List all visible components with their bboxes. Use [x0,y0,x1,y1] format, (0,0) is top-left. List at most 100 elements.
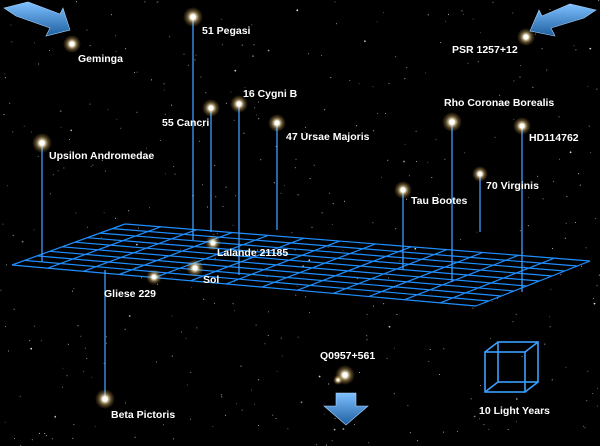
background-star [19,395,21,397]
background-star [203,298,205,300]
background-star [264,343,266,345]
background-star [225,414,227,416]
background-star [180,248,181,250]
background-star [461,10,463,12]
background-star [80,335,82,337]
background-star [596,405,598,407]
background-star [592,298,594,299]
background-star [583,425,585,427]
background-star [73,288,75,289]
background-star [150,79,152,81]
background-star [309,312,310,314]
background-star [558,158,560,160]
background-star [284,185,286,187]
background-star [106,336,108,338]
background-star [406,198,407,200]
background-star [38,63,40,65]
background-star [381,176,382,178]
background-star [499,94,501,96]
grid-line [11,223,126,266]
background-star [212,426,214,427]
background-star [70,129,73,132]
grid-line [87,237,553,277]
background-star [364,40,366,43]
grid-line [99,232,565,272]
background-star [327,246,329,248]
background-star [199,140,201,142]
background-star [280,192,282,194]
star-label-16-cygni-b: 16 Cygni B [243,88,298,100]
background-star [276,371,278,372]
background-star [325,444,327,446]
star-core-55-cancri [208,105,214,111]
background-star [94,426,96,428]
star-label-beta-pictoris: Beta Pictoris [111,409,175,421]
background-star [336,23,337,25]
background-star [427,162,429,164]
background-star [464,152,466,154]
background-star [181,331,182,333]
background-star [564,237,566,239]
background-star [513,80,515,82]
background-star [234,310,236,312]
background-star [67,343,69,345]
background-star [230,91,232,93]
background-star [86,29,88,31]
background-star [344,200,345,202]
background-star [101,159,103,161]
star-label-gliese-229: Gliese 229 [104,288,156,300]
background-star [366,314,368,316]
background-star [575,49,577,51]
background-star [10,24,12,26]
background-star [541,134,543,136]
background-star [598,0,600,1]
background-star [257,249,258,251]
background-star [232,224,234,226]
background-star [373,130,375,132]
background-star [372,305,374,307]
background-star [415,130,417,132]
background-star [388,82,390,84]
background-star [438,374,440,375]
star-core-geminga [69,41,75,47]
background-star [309,178,311,180]
background-star [406,66,408,68]
background-star [537,175,539,177]
background-star [566,196,568,198]
background-star [12,234,14,236]
background-star [368,442,370,444]
background-star [75,212,77,214]
background-star [4,421,6,423]
grid-line [24,259,489,302]
background-star [273,182,275,184]
background-star [205,92,207,94]
background-star [515,313,517,315]
scale-cube-icon [484,341,539,393]
background-star [589,47,592,50]
background-star [272,414,274,416]
background-star [404,143,406,145]
background-star [527,225,529,227]
background-star [507,429,509,430]
background-star [519,230,521,232]
background-star [585,247,587,249]
background-star [443,348,445,350]
background-star [141,277,143,279]
background-star [409,432,411,434]
grid-line [154,234,269,279]
background-star [105,342,107,344]
background-star [294,96,296,98]
background-star [221,394,222,396]
grid-line [37,255,502,297]
grid-line [83,229,197,272]
star-label-hd114762: HD114762 [529,132,579,144]
star-label-geminga: Geminga [78,53,123,65]
background-star [280,337,282,339]
background-star [428,361,430,362]
background-star [535,33,537,35]
background-star [550,288,552,290]
background-star [52,438,54,440]
background-star [342,428,345,430]
background-star [358,83,360,85]
